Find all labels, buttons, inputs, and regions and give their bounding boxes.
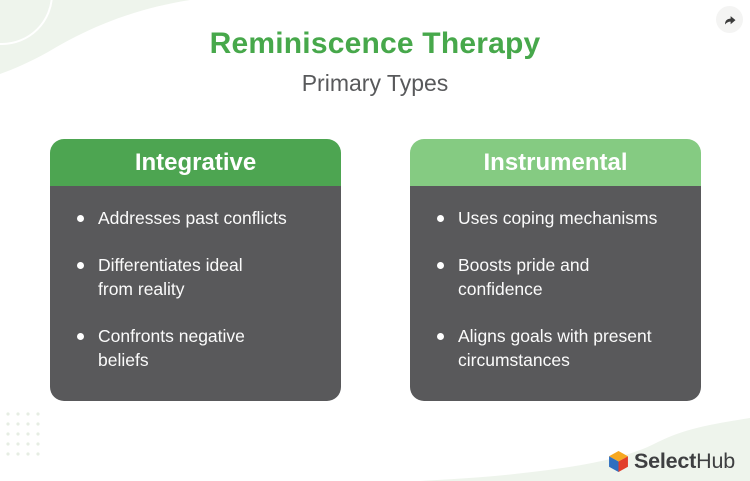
bullet-dot [77,215,84,222]
share-button[interactable] [716,6,743,33]
list-item: Boosts pride and confidence [435,253,687,301]
bullet-dot [437,262,444,269]
list-item-text: Confronts negative beliefs [98,326,245,370]
page-title: Reminiscence Therapy [209,27,541,60]
card-body-integrative: Addresses past conflicts Differentiates … [50,186,341,401]
bullet-dot [77,333,84,340]
logo-text-regular: Hub [696,449,735,473]
logo-text-bold: Select [634,449,697,473]
card-integrative: Integrative Addresses past conflicts Dif… [50,139,341,401]
list-item-text: Aligns goals with present circumstances [458,326,652,370]
bullet-dot [437,333,444,340]
card-header-integrative: Integrative [50,139,341,186]
selecthub-cube-icon [609,451,628,472]
card-body-instrumental: Uses coping mechanisms Boosts pride and … [410,186,701,401]
list-item: Uses coping mechanisms [435,206,687,230]
list-item-text: Differentiates ideal from reality [98,255,243,299]
list-item-text: Uses coping mechanisms [458,208,658,228]
card-title: Instrumental [483,148,628,176]
bullet-dot [437,215,444,222]
list-item-text: Addresses past conflicts [98,208,287,228]
list-item: Confronts negative beliefs [75,324,327,372]
card-instrumental: Instrumental Uses coping mechanisms Boos… [410,139,701,401]
card-title: Integrative [134,148,257,176]
share-arrow-icon [725,15,736,24]
dot-grid-decoration [6,412,40,456]
page-subtitle: Primary Types [301,70,449,96]
selecthub-logo-text: SelectHub [634,449,735,474]
card-header-instrumental: Instrumental [410,139,701,186]
selecthub-logo[interactable]: SelectHub [609,449,735,474]
bullet-dot [77,262,84,269]
list-item: Aligns goals with present circumstances [435,324,687,372]
list-item-text: Boosts pride and confidence [458,255,590,299]
list-item: Differentiates ideal from reality [75,253,327,301]
list-item: Addresses past conflicts [75,206,327,230]
